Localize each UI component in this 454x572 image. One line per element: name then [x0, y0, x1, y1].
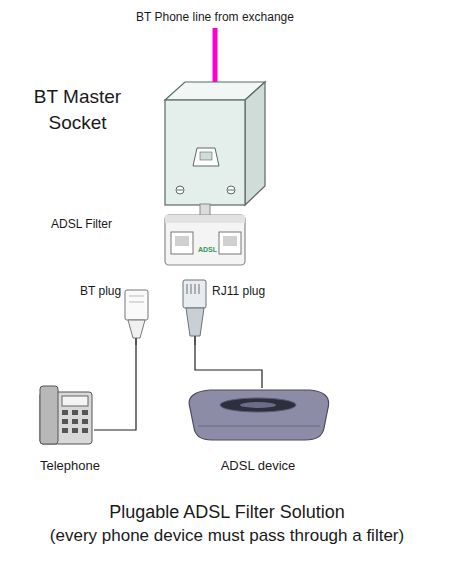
node-label: Telephone	[40, 458, 100, 474]
filter-box: ADSL FilterADSL	[118, 205, 250, 345]
node-label: BT Master Socket	[15, 84, 140, 136]
part-label: BT Phone line from exchange	[0, 10, 430, 24]
socket-box: BT Master Socket	[160, 78, 266, 206]
rj11-plug	[183, 280, 206, 345]
master-socket	[165, 82, 265, 205]
adsl-filter	[165, 204, 245, 265]
device-box: Telephone	[38, 384, 94, 446]
bt-plug	[125, 290, 148, 345]
telephone-icon	[40, 386, 92, 444]
part-label: RJ11 plug	[212, 284, 265, 298]
phone-line	[213, 28, 218, 86]
node-label: ADSL device	[185, 458, 331, 474]
cable-wire	[195, 345, 262, 388]
cable-wire	[94, 345, 136, 430]
caption-note: (every phone device must pass through a …	[0, 526, 454, 546]
node-label: ADSL Filter	[51, 217, 112, 231]
part-label: BT plug	[80, 284, 121, 298]
adsl-device-icon	[189, 390, 328, 440]
device-box: ADSL device	[185, 388, 331, 442]
node-label: ADSL	[198, 246, 217, 254]
caption: Plugable ADSL Filter Solution	[0, 502, 454, 524]
